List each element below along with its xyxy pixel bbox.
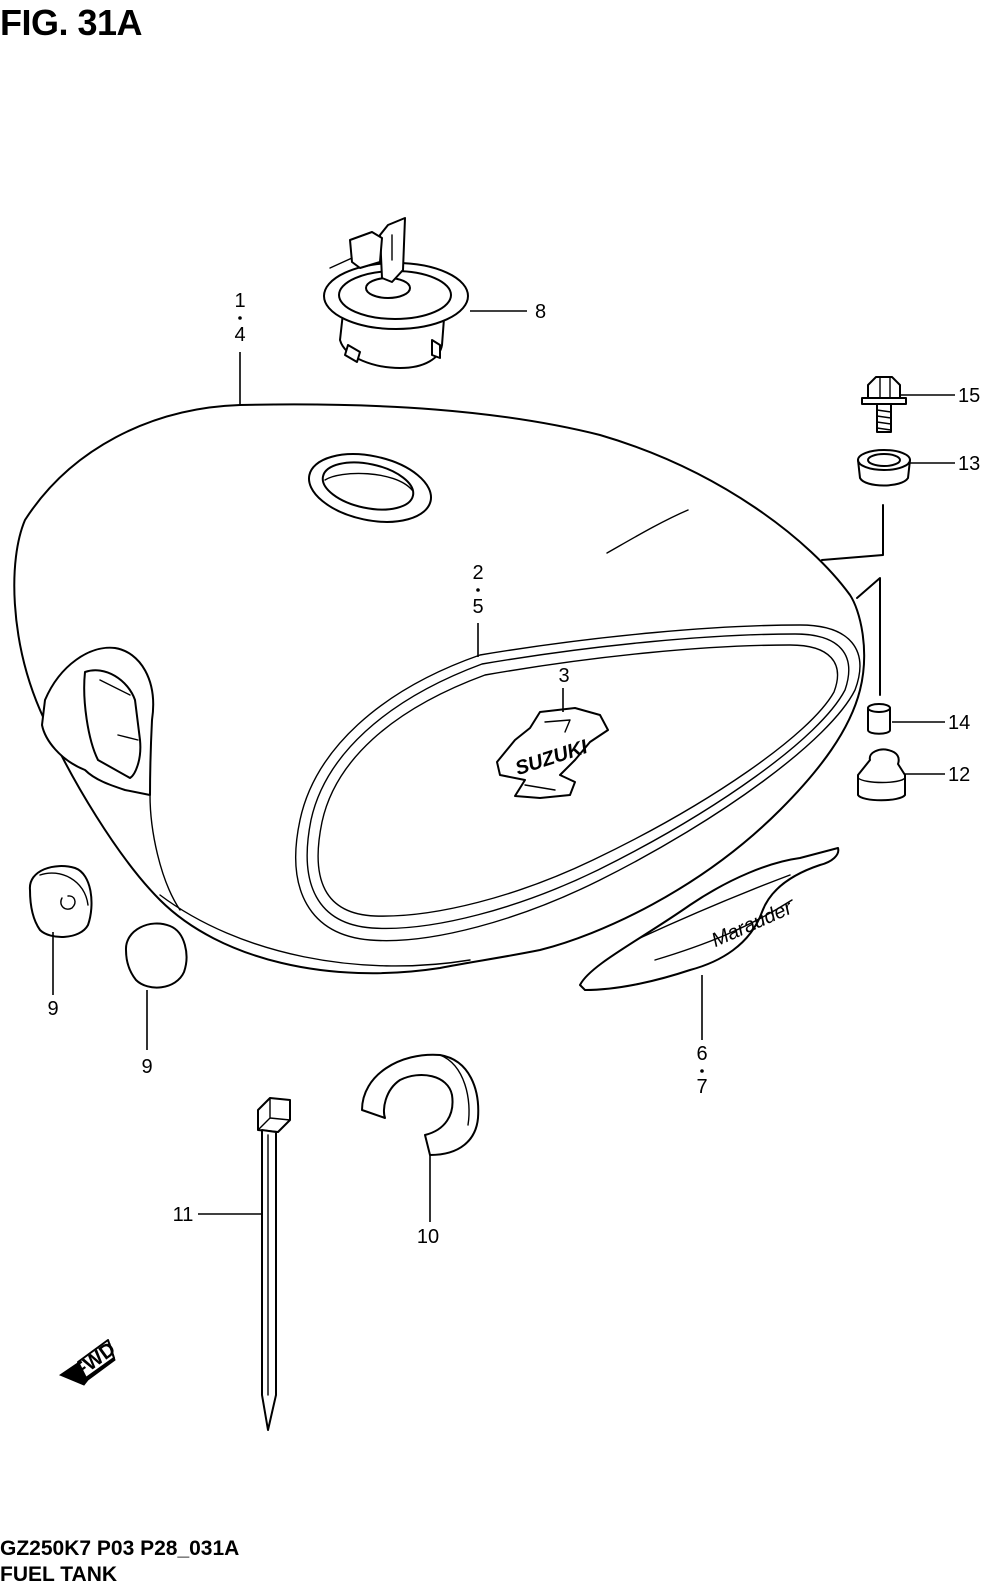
spacer-collar <box>867 703 891 735</box>
tank-rear-tunnel <box>41 646 181 911</box>
side-cushion-right <box>124 922 188 989</box>
diagram-code: GZ250K7 P03 P28_031A <box>0 1537 240 1560</box>
side-cushion-left <box>28 865 93 938</box>
forward-arrow-icon: FWD <box>58 1338 120 1386</box>
callout-2: 2 <box>472 562 483 584</box>
hose-clamp <box>361 1053 480 1156</box>
fuel-cap <box>323 217 469 369</box>
callout-9-right: 9 <box>141 1056 152 1078</box>
callout-3: 3 <box>558 665 569 687</box>
direction-label: FWD <box>70 1338 120 1383</box>
diagram-name: FUEL TANK <box>0 1563 118 1586</box>
assembly-guide-lower <box>856 577 881 696</box>
callout-13: 13 <box>958 453 980 475</box>
fuel-cap-key <box>329 217 406 283</box>
leader-lines <box>52 310 955 1222</box>
callout-7: 7 <box>696 1076 707 1098</box>
callout-9-left: 9 <box>47 998 58 1020</box>
callout-1: 1 <box>234 290 245 312</box>
callout-numbers: 1 4 2 5 3 8 15 13 14 12 9 9 6 7 10 11 <box>47 290 980 1248</box>
callout-4: 4 <box>234 324 245 346</box>
assembly-guide-upper <box>821 504 884 561</box>
filler-neck <box>307 453 433 523</box>
callout-12: 12 <box>948 764 970 786</box>
callout-10: 10 <box>417 1226 439 1248</box>
callout-8: 8 <box>535 301 546 323</box>
fuel-tank: SUZUKI <box>13 403 866 975</box>
callout-5: 5 <box>472 596 483 618</box>
callout-14: 14 <box>948 712 970 734</box>
mounting-bolt <box>861 376 907 433</box>
callout-11: 11 <box>173 1204 194 1226</box>
cable-tie <box>257 1097 291 1431</box>
callout-15: 15 <box>958 385 980 407</box>
tank-stripe-decal <box>295 624 861 942</box>
figure-footer: GZ250K7 P03 P28_031A FUEL TANK <box>0 1536 239 1588</box>
mounting-cushion-upper <box>857 449 911 487</box>
mounting-cushion-lower <box>857 748 906 802</box>
figure-title: FIG. 31A <box>0 2 143 43</box>
callout-6: 6 <box>696 1043 707 1065</box>
